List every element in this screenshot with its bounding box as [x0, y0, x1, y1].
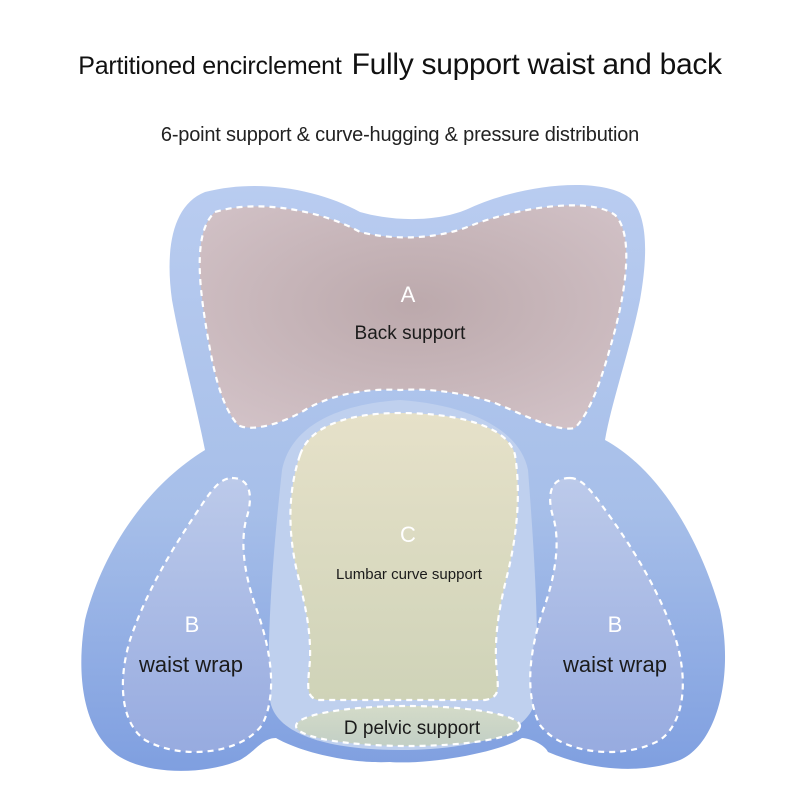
title-partitioned: Partitioned encirclement	[78, 52, 342, 80]
waist-wrap-zone-right	[529, 476, 684, 754]
back-support-label: Back support	[355, 323, 467, 344]
waist-wrap-right-label: waist wrap	[562, 652, 667, 677]
back-support-zone	[198, 204, 628, 430]
page-subtitle: 6-point support & curve-hugging & pressu…	[160, 124, 640, 146]
title-support: Fully support waist and back	[351, 48, 722, 81]
zone-b-right-letter: B	[608, 612, 623, 637]
lumbar-curve-support-zone	[289, 411, 519, 702]
waist-wrap-left-label: waist wrap	[138, 652, 243, 677]
waist-wrap-zone-left	[121, 476, 273, 754]
pelvic-support-label: D pelvic support	[344, 718, 481, 739]
lumbar-curve-support-label: Lumbar curve support	[336, 566, 483, 583]
zone-a-letter: A	[401, 282, 416, 307]
pelvic-support-zone	[294, 704, 522, 748]
page-title: Partitioned encirclement Fully support wa…	[0, 48, 800, 82]
zone-b-left-letter: B	[185, 612, 200, 637]
zone-c-letter: C	[400, 522, 416, 547]
